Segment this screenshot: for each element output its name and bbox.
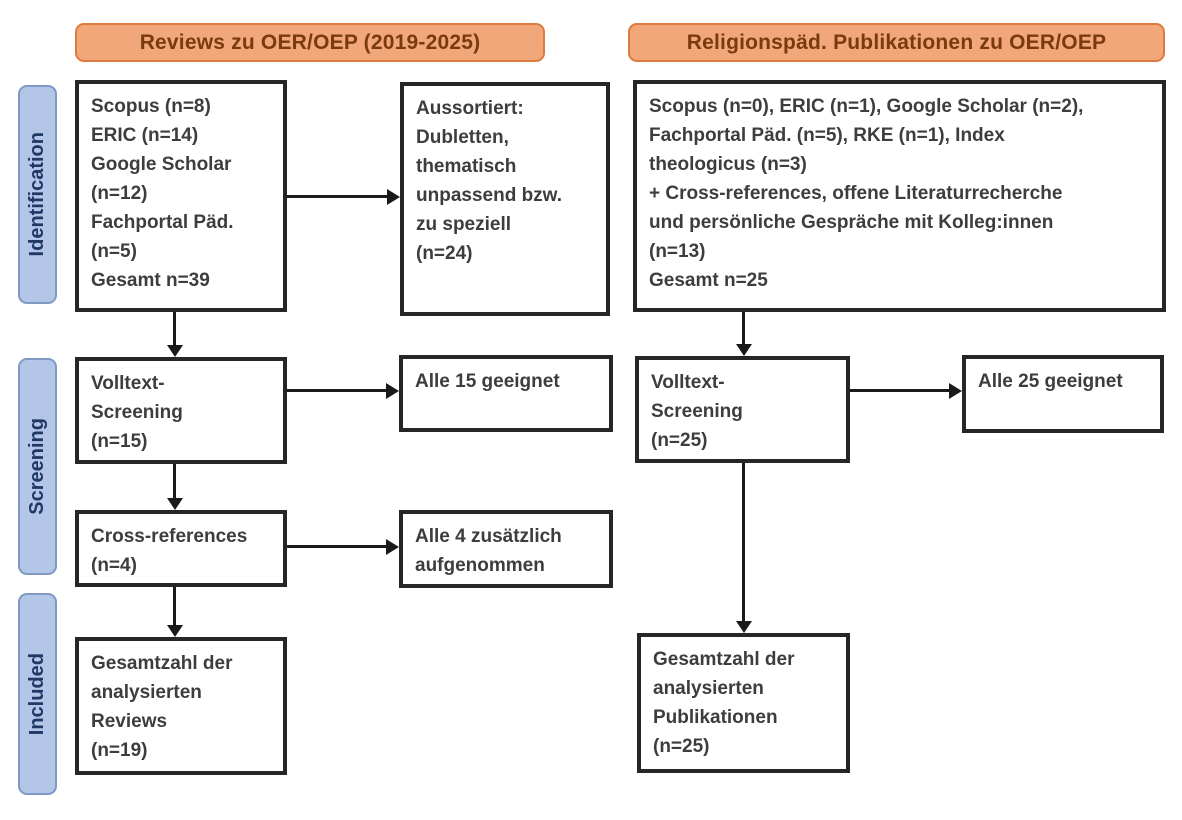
column-header-religionspaed: Religionspäd. Publikationen zu OER/OEP [628,23,1165,62]
box-left-identification-sources: Scopus (n=8) ERIC (n=14) Google Scholar … [75,80,287,312]
stage-tab-screening-label: Screening [26,418,48,515]
box-left-fulltext-result: Alle 15 geeignet [399,355,613,432]
column-header-reviews: Reviews zu OER/OEP (2019-2025) [75,23,545,62]
stage-tab-included: Included [18,593,57,795]
box-left-total-included: Gesamtzahl der analysierten Reviews (n=1… [75,637,287,775]
arrow-left-sources-to-excluded [287,188,400,205]
stage-tab-identification: Identification [18,85,57,304]
column-header-reviews-label: Reviews zu OER/OEP (2019-2025) [139,30,481,54]
arrow-right-sources-to-fulltext [735,312,752,356]
box-left-crossreferences-result: Alle 4 zusätzlich aufgenommen [399,510,613,588]
stage-tab-screening: Screening [18,358,57,575]
box-right-fulltext-screening: Volltext- Screening (n=25) [635,356,850,463]
arrow-right-fulltext-to-result [850,382,962,399]
stage-tab-included-label: Included [26,652,48,736]
box-right-total-included: Gesamtzahl der analysierten Publikatione… [637,633,850,773]
stage-tab-identification-label: Identification [26,132,48,257]
arrow-right-fulltext-to-total [735,463,752,633]
column-header-religionspaed-label: Religionspäd. Publikationen zu OER/OEP [686,30,1107,54]
arrow-left-sources-to-fulltext [166,312,183,357]
box-left-fulltext-screening: Volltext- Screening (n=15) [75,357,287,464]
box-left-excluded: Aussortiert: Dubletten, thematisch unpas… [400,82,610,316]
box-left-crossreferences: Cross-references (n=4) [75,510,287,587]
box-right-fulltext-result: Alle 25 geeignet [962,355,1164,433]
arrow-left-crossref-to-total [166,587,183,637]
arrow-left-fulltext-to-result [287,382,399,399]
arrow-left-fulltext-to-crossref [166,464,183,510]
arrow-left-crossref-to-result [287,538,399,555]
box-right-identification-sources: Scopus (n=0), ERIC (n=1), Google Scholar… [633,80,1166,312]
